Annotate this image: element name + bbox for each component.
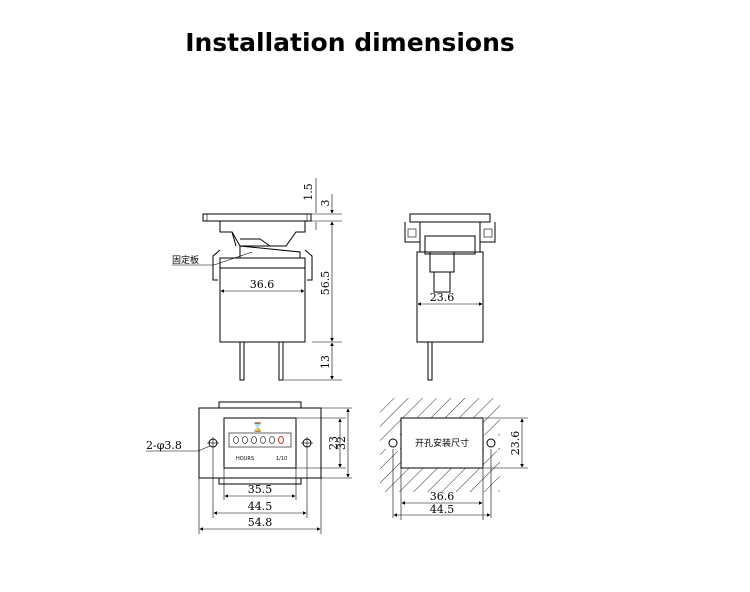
dim-side-height: 56.5: [319, 271, 332, 296]
face-window: [223, 417, 297, 469]
counter-display: [228, 432, 292, 448]
label-fixing-plate: 固定板: [172, 254, 199, 266]
side-view: 36.6 固定板 1.5 3 56.5 13: [172, 178, 342, 381]
dim-face-h-outer: 32: [335, 436, 348, 450]
cutout-hole-right: [486, 438, 496, 448]
label-cutout-size: 开孔安装尺寸: [415, 437, 469, 449]
dim-cut-w-outer: 44.5: [430, 503, 455, 516]
side-pin-right: [278, 341, 284, 381]
label-ratio: 1/10: [276, 456, 287, 462]
cutout-opening: [400, 417, 484, 469]
dim-cut-height: 23.6: [509, 431, 522, 456]
dim-front-width: 23.6: [430, 291, 455, 304]
hourglass-icon: ⌛: [252, 421, 263, 433]
panel-cutout-view: 开孔安装尺寸 23.6 36.6 44.5: [380, 398, 528, 520]
dim-cut-w-inner: 36.6: [430, 490, 455, 503]
page-title: Installation dimensions: [185, 28, 515, 57]
face-view: ⌛ HOURS 1/10 2-φ3.8 23 32: [146, 401, 352, 534]
dim-side-plate: 3: [319, 200, 332, 207]
dim-hole-spec: 2-φ3.8: [146, 439, 182, 452]
dim-side-pins: 13: [319, 355, 332, 369]
end-pin: [427, 341, 433, 381]
dim-face-w-total: 54.8: [248, 516, 273, 529]
side-main-body: [219, 257, 306, 343]
dim-side-top-gap: 1.5: [302, 183, 315, 201]
dim-face-w-holes: 44.5: [248, 500, 273, 513]
end-flange: [409, 213, 491, 223]
side-flange: [202, 213, 312, 222]
side-upper-body: [219, 221, 306, 247]
dim-face-w-window: 35.5: [248, 483, 273, 496]
cutout-hole-left: [388, 438, 398, 448]
end-view: 23.6: [404, 213, 496, 381]
dim-side-width: 36.6: [250, 278, 275, 291]
label-hours: HOURS: [236, 456, 254, 462]
side-pin-left: [239, 341, 245, 381]
side-fixing-plate: [239, 245, 301, 259]
dim-face-h-inner: 23: [327, 436, 340, 450]
